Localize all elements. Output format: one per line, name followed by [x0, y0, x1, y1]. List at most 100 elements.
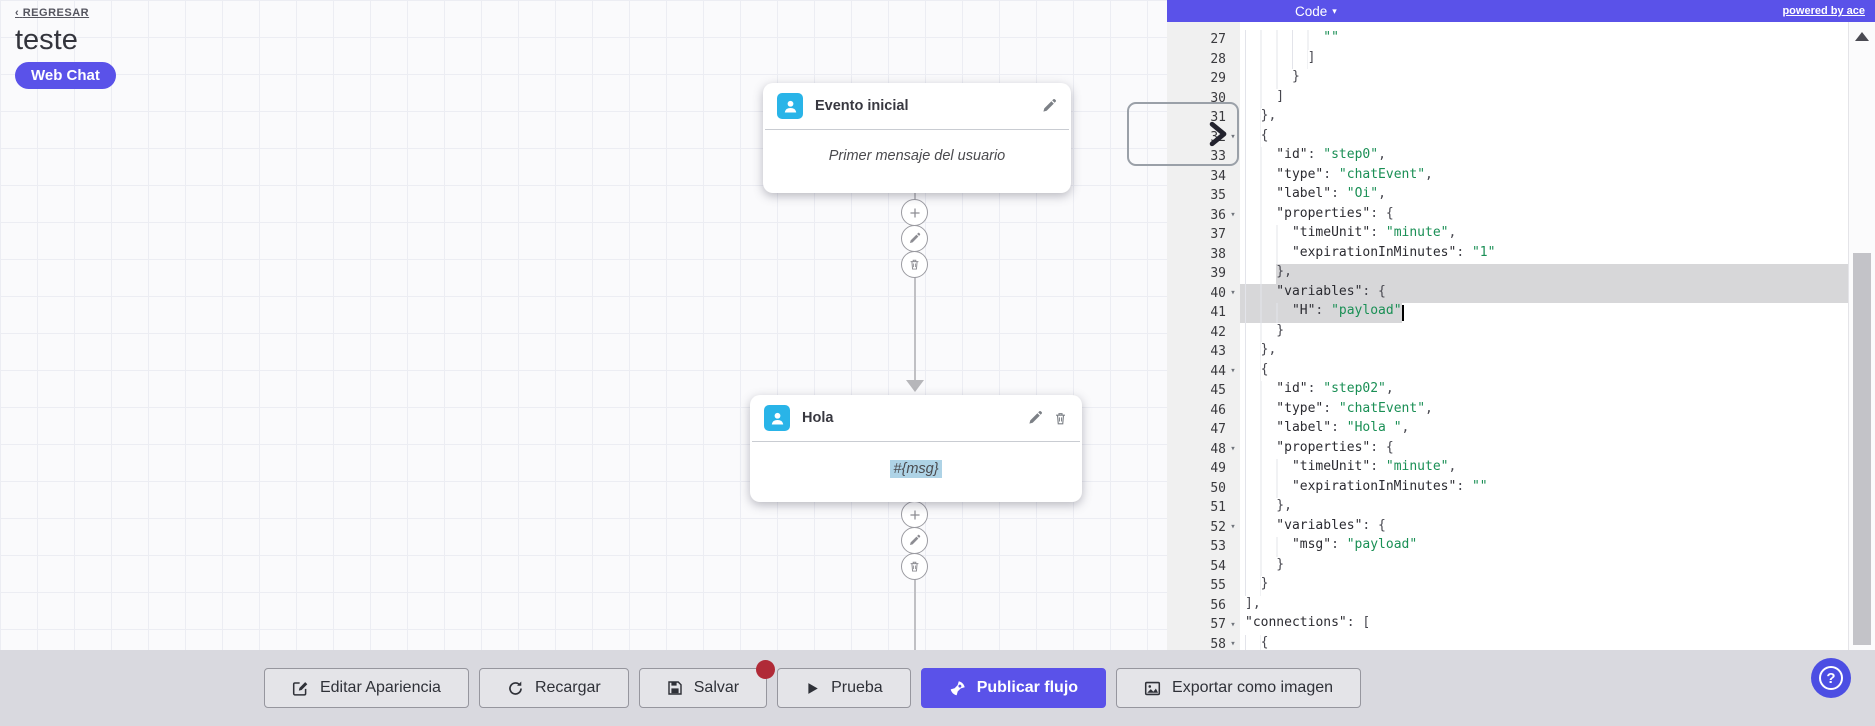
selection-highlight	[1276, 264, 1848, 284]
image-icon	[1144, 680, 1161, 697]
node-divider	[765, 129, 1069, 130]
gutter-line: 51	[1210, 500, 1226, 516]
fold-toggle-icon[interactable]: ▾	[1230, 619, 1236, 630]
code-line: ]	[1240, 49, 1848, 69]
scroll-up-arrow-icon[interactable]	[1855, 32, 1869, 41]
help-button[interactable]: ?	[1811, 658, 1851, 698]
gutter-line: 29	[1210, 71, 1226, 87]
gutter-line: 28	[1210, 51, 1226, 67]
selection-highlight	[1240, 283, 1848, 303]
flow-node-evento-inicial[interactable]: Evento inicial Primer mensaje del usuari…	[763, 83, 1071, 193]
powered-by-ace-link[interactable]: powered by ace	[1782, 5, 1865, 17]
code-line: "msg": "payload"	[1240, 537, 1848, 557]
edit-node-icon[interactable]	[1027, 410, 1043, 426]
save-icon	[667, 680, 683, 696]
edit-connection-button[interactable]	[901, 527, 928, 554]
gutter-line: 33	[1210, 149, 1226, 165]
edit-node-icon[interactable]	[1041, 98, 1057, 114]
code-line: "expirationInMinutes": "1"	[1240, 244, 1848, 264]
code-line: "id": "step02",	[1240, 381, 1848, 401]
fold-toggle-icon[interactable]: ▾	[1230, 288, 1236, 299]
delete-node-icon[interactable]	[1053, 411, 1068, 426]
code-line: "properties": {	[1240, 205, 1848, 225]
flow-canvas[interactable]: ‹ REGRESAR teste Web Chat Evento inicial…	[0, 0, 1167, 726]
code-line: "label": "Oi",	[1240, 186, 1848, 206]
code-line: "type": "chatEvent",	[1240, 166, 1848, 186]
gutter-line: 50	[1210, 480, 1226, 496]
edit-icon	[292, 680, 309, 697]
play-icon	[805, 681, 820, 696]
gutter-line: 47	[1210, 422, 1226, 438]
fold-toggle-icon[interactable]: ▾	[1230, 366, 1236, 377]
delete-connection-button[interactable]	[901, 553, 928, 580]
code-line: "properties": {	[1240, 439, 1848, 459]
edit-appearance-button[interactable]: Editar Apariencia	[263, 668, 469, 708]
code-line: },	[1240, 498, 1848, 518]
code-line: }	[1240, 556, 1848, 576]
back-link[interactable]: ‹ REGRESAR	[15, 7, 90, 19]
code-line: "timeUnit": "minute",	[1240, 459, 1848, 479]
code-line: "timeUnit": "minute",	[1240, 225, 1848, 245]
code-line: },	[1240, 108, 1848, 128]
publish-flow-button[interactable]: Publicar flujo	[920, 668, 1107, 708]
add-step-button[interactable]	[901, 501, 928, 528]
code-editor[interactable]: ""]}]},{"id": "step0","type": "chatEvent…	[1240, 22, 1848, 650]
code-line: {	[1240, 634, 1848, 650]
chevron-down-icon: ▾	[1332, 5, 1337, 16]
back-arrow-icon: ‹	[15, 7, 20, 19]
code-line: "H": "payload"	[1240, 303, 1848, 323]
code-line: ],	[1245, 595, 1261, 611]
gutter-line: 38	[1210, 246, 1226, 262]
refresh-icon	[507, 680, 524, 697]
collapse-panel-button[interactable]	[1127, 102, 1239, 166]
delete-connection-button[interactable]	[901, 251, 928, 278]
code-line: ""	[1240, 30, 1848, 50]
gutter-line: 45	[1210, 383, 1226, 399]
editor-scrollbar[interactable]	[1848, 22, 1875, 650]
gutter-line: 46	[1210, 402, 1226, 418]
fold-toggle-icon[interactable]: ▾	[1230, 639, 1236, 650]
gutter-line: 40▾	[1167, 284, 1240, 304]
gutter-line: 34	[1210, 168, 1226, 184]
edit-connection-button[interactable]	[901, 225, 928, 252]
editor-header: Code▾ powered by ace	[1167, 0, 1875, 22]
rocket-icon	[949, 680, 966, 697]
editor-mode-dropdown[interactable]: Code▾	[1295, 3, 1337, 19]
add-step-button[interactable]	[901, 199, 928, 226]
scrollbar-thumb[interactable]	[1853, 253, 1871, 645]
fold-toggle-icon[interactable]: ▾	[1230, 522, 1236, 533]
export-image-button[interactable]: Exportar como imagen	[1116, 668, 1362, 708]
code-line: "variables": {	[1240, 283, 1848, 303]
code-line: "connections": [	[1245, 615, 1371, 630]
fold-toggle-icon[interactable]: ▾	[1230, 444, 1236, 455]
gutter-line: 56	[1210, 597, 1226, 613]
fold-toggle-icon[interactable]: ▾	[1230, 132, 1236, 143]
gutter-line: 44▾	[1167, 362, 1240, 382]
gutter-line: 27	[1210, 32, 1226, 48]
fold-toggle-icon[interactable]: ▾	[1230, 210, 1236, 221]
save-button[interactable]: Salvar	[638, 660, 776, 708]
node-title: Evento inicial	[815, 98, 909, 114]
gutter-line: 52▾	[1167, 518, 1240, 538]
gutter-line: 41	[1210, 305, 1226, 321]
code-line: "type": "chatEvent",	[1240, 400, 1848, 420]
user-icon	[764, 405, 790, 431]
gutter-line: 37	[1210, 227, 1226, 243]
flow-title: teste	[15, 24, 78, 56]
flow-node-hola[interactable]: Hola #{msg}	[750, 395, 1082, 502]
connector-line	[914, 193, 916, 380]
code-line: "expirationInMinutes": ""	[1240, 478, 1848, 498]
test-button[interactable]: Prueba	[777, 668, 911, 708]
node-divider	[752, 441, 1080, 442]
code-line: "variables": {	[1240, 517, 1848, 537]
gutter-line: 55	[1210, 578, 1226, 594]
unsaved-changes-dot	[756, 660, 776, 679]
code-line: }	[1240, 69, 1848, 89]
node-header: Evento inicial	[763, 83, 1071, 129]
code-line: {	[1240, 127, 1848, 147]
gutter-line: 49	[1210, 461, 1226, 477]
code-line: },	[1240, 264, 1848, 284]
reload-button[interactable]: Recargar	[478, 668, 629, 708]
